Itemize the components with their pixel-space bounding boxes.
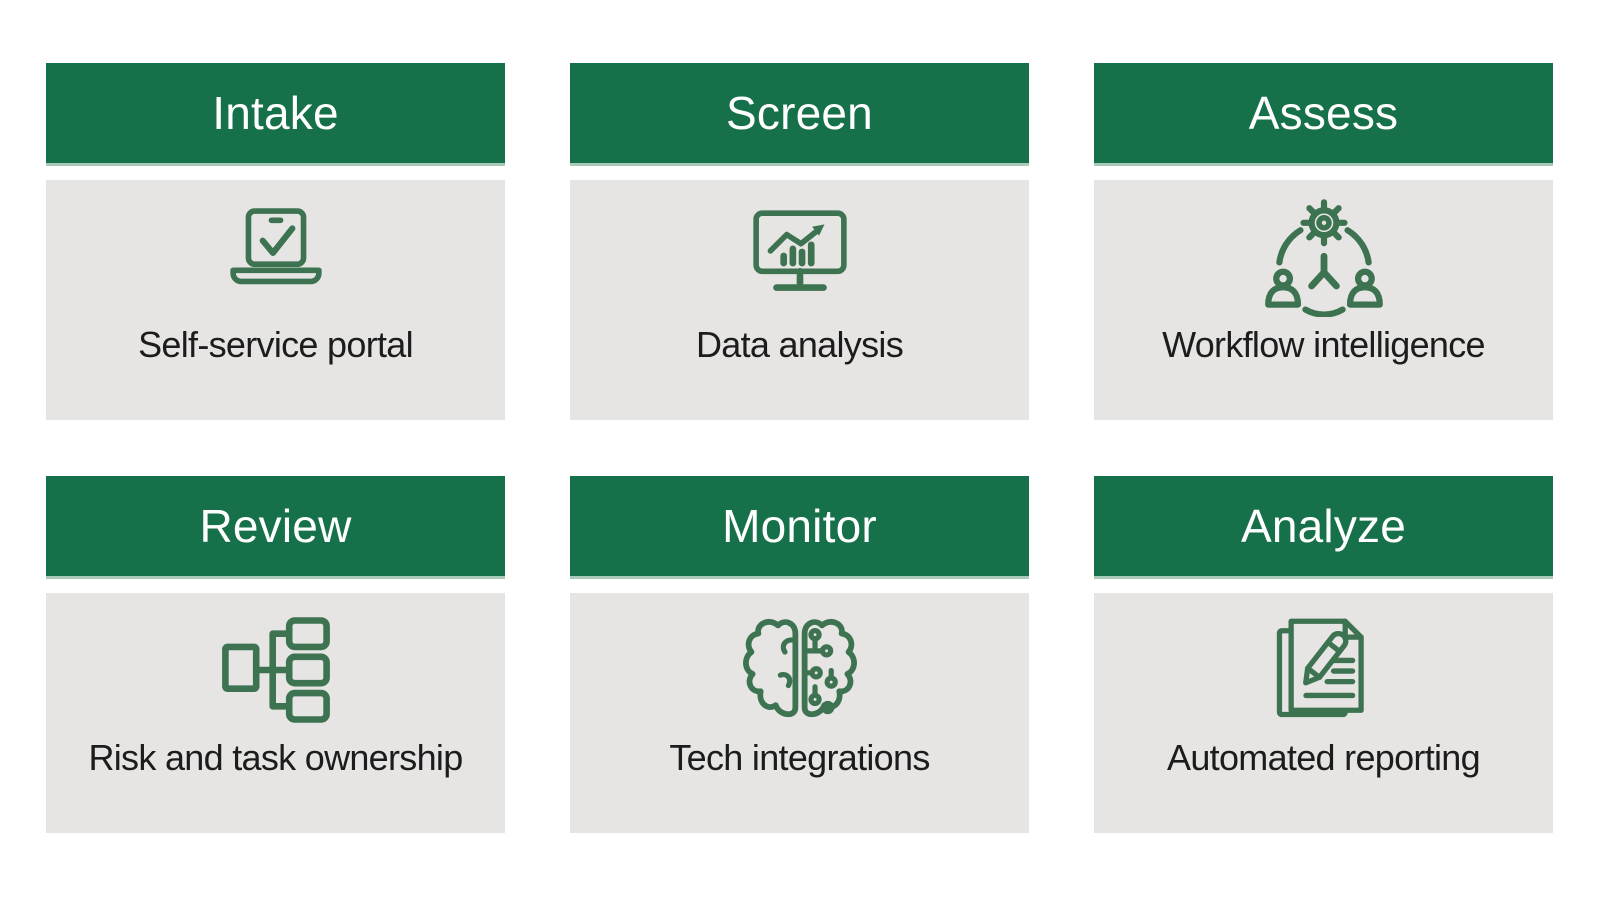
card-screen-title: Screen bbox=[726, 87, 873, 139]
documents-pencil-icon bbox=[1276, 618, 1364, 718]
branch-glyph bbox=[1307, 252, 1340, 289]
card-review-body: Risk and task ownership bbox=[46, 593, 505, 833]
card-monitor-title: Monitor bbox=[722, 500, 877, 552]
card-review-icon-wrap bbox=[221, 609, 331, 731]
laptop-check-icon bbox=[229, 208, 322, 285]
card-analyze: Analyze bbox=[1094, 476, 1553, 833]
card-analyze-body: Automated reporting bbox=[1094, 593, 1553, 833]
card-screen: Screen Data analysis bbox=[570, 63, 1029, 420]
card-analyze-label: Automated reporting bbox=[1167, 737, 1481, 778]
monitor-chart-icon bbox=[752, 210, 847, 291]
circuit-nodes bbox=[803, 627, 838, 714]
gear-glyph bbox=[1299, 198, 1348, 246]
card-assess-label: Workflow intelligence bbox=[1162, 324, 1485, 365]
card-review-label: Risk and task ownership bbox=[88, 737, 463, 778]
card-assess-header: Assess bbox=[1094, 63, 1553, 166]
card-monitor-label: Tech integrations bbox=[669, 737, 930, 778]
card-intake-body: Self-service portal bbox=[46, 180, 505, 420]
connecting-arcs bbox=[1275, 226, 1372, 317]
card-screen-icon-wrap bbox=[744, 196, 856, 318]
brain-left-hemisphere bbox=[742, 618, 798, 717]
card-screen-body: Data analysis bbox=[570, 180, 1029, 420]
card-assess: Assess bbox=[1094, 63, 1553, 420]
card-intake: Intake Self-service portal bbox=[46, 63, 505, 420]
card-intake-icon-wrap bbox=[225, 196, 327, 318]
card-assess-body: Workflow intelligence bbox=[1094, 180, 1553, 420]
card-assess-title: Assess bbox=[1248, 87, 1399, 139]
card-monitor-icon-wrap bbox=[742, 609, 858, 731]
left-person-glyph bbox=[1264, 268, 1301, 308]
card-analyze-title: Analyze bbox=[1240, 500, 1407, 552]
hierarchy-flowchart-icon bbox=[221, 617, 330, 723]
card-intake-title: Intake bbox=[212, 87, 339, 139]
card-monitor-body: Tech integrations bbox=[570, 593, 1029, 833]
card-review: Review Risk and task ownership bbox=[46, 476, 505, 833]
card-assess-icon-wrap bbox=[1262, 196, 1386, 318]
ai-brain-circuit-icon bbox=[742, 618, 857, 717]
right-person-glyph bbox=[1346, 268, 1383, 308]
card-review-title: Review bbox=[199, 500, 352, 552]
text-lines bbox=[1302, 657, 1355, 699]
card-intake-label: Self-service portal bbox=[138, 324, 414, 365]
card-screen-label: Data analysis bbox=[695, 324, 904, 365]
stage-cards-grid: Intake Self-service portal Screen bbox=[46, 63, 1553, 833]
card-analyze-header: Analyze bbox=[1094, 476, 1553, 579]
card-monitor: Monitor bbox=[570, 476, 1029, 833]
card-intake-header: Intake bbox=[46, 63, 505, 166]
card-review-header: Review bbox=[46, 476, 505, 579]
brain-right-hemisphere bbox=[801, 618, 857, 717]
card-monitor-header: Monitor bbox=[570, 476, 1029, 579]
gear-people-network-icon bbox=[1264, 198, 1383, 317]
card-screen-header: Screen bbox=[570, 63, 1029, 166]
card-analyze-icon-wrap bbox=[1271, 609, 1377, 731]
pencil-glyph bbox=[1302, 630, 1348, 686]
